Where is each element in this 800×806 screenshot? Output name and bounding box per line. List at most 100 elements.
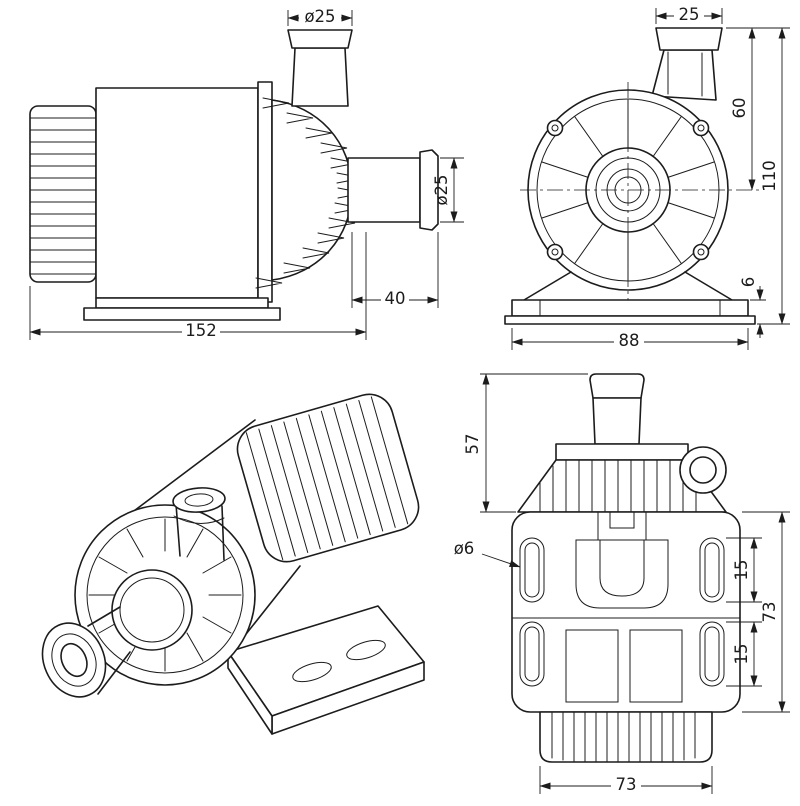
centerlines	[520, 82, 760, 306]
bolt-hole	[551, 248, 559, 256]
base-side-edge	[227, 651, 273, 735]
inlet-port-barb	[655, 27, 723, 51]
compartment-left	[565, 629, 619, 703]
snout-rim	[51, 633, 97, 687]
bolt-hole	[551, 124, 559, 132]
dim-label: 73	[760, 602, 779, 623]
base-fold-lines	[539, 299, 721, 317]
center-bracket-outer	[575, 539, 669, 609]
front-view: 25 60 110 6 88	[504, 5, 790, 350]
bottom-view: 57 ø6 15 15 73 73	[454, 373, 790, 794]
dim-label: 40	[385, 289, 406, 308]
top-port-body	[592, 397, 642, 445]
dim-label: 73	[616, 775, 637, 794]
center-notch	[609, 511, 635, 529]
motor-end-ribs	[551, 711, 696, 763]
dim-label: 88	[619, 331, 640, 350]
bolt-boss	[692, 243, 710, 261]
hub	[111, 569, 193, 651]
center-bracket-inner	[599, 539, 645, 597]
base-slot-hole	[346, 639, 386, 661]
slot-outer	[699, 621, 725, 687]
dim-label: ø6	[454, 539, 475, 558]
dim-label: ø25	[304, 7, 335, 26]
pump-volute	[271, 99, 353, 281]
side-view: ø25 ø25 40 152	[29, 7, 464, 340]
dim-outlet-length: 40	[351, 232, 439, 308]
dim-label: 25	[679, 5, 700, 24]
mounting-slots	[519, 537, 725, 687]
hub-inner	[119, 577, 185, 643]
bolt-boss	[546, 243, 564, 261]
bolt-hole	[697, 124, 705, 132]
dim-slot-bottom: 15	[726, 621, 762, 687]
dim-label: 6	[739, 277, 758, 288]
dim-text-backing	[674, 8, 704, 23]
side-port-bore	[689, 456, 717, 484]
port-bore	[184, 493, 214, 507]
dim-axis-to-top: 60	[726, 27, 760, 191]
inlet-snout	[41, 606, 131, 698]
dim-label: 15	[732, 560, 751, 581]
snout-bore	[60, 642, 88, 678]
motor-end-ribbed	[539, 711, 713, 763]
dim-text-backing	[611, 778, 641, 793]
drum-ribs	[245, 396, 409, 561]
rear-ribbed-drum	[236, 393, 420, 563]
base-plate	[511, 299, 749, 317]
dim-label: 60	[730, 98, 749, 119]
snout-sides	[87, 606, 131, 695]
dim-label: ø25	[432, 174, 451, 205]
bolt-boss	[692, 119, 710, 137]
bolt-hole	[697, 248, 705, 256]
base-riser	[95, 297, 269, 309]
slot-inner	[704, 542, 720, 598]
dim-text-backing	[182, 324, 220, 339]
dim-inlet-width: 25	[655, 5, 723, 24]
head-rim	[555, 443, 689, 461]
cone-fins	[539, 459, 697, 513]
dim-text-backing	[299, 10, 341, 25]
dim-head-height: 57	[463, 373, 588, 513]
dim-label: 15	[732, 644, 751, 665]
bolt-bosses	[546, 119, 710, 261]
dim-overall-height: 110	[726, 27, 790, 325]
slot-outer	[519, 621, 545, 687]
port-sides	[175, 503, 225, 561]
base-plate-lip	[504, 315, 756, 325]
slot-inner	[524, 542, 540, 598]
dim-label: 110	[760, 160, 779, 192]
isometric-view	[41, 393, 425, 735]
dim-slot-top: 15	[726, 537, 762, 603]
inlet-port-bore-lines	[667, 51, 703, 97]
top-port-body	[291, 47, 349, 107]
drum-outline	[236, 393, 420, 563]
motor-body	[95, 87, 259, 299]
mounting-base	[227, 605, 425, 735]
motor-end-cap-ribs	[29, 117, 97, 275]
slot-outer	[699, 537, 725, 603]
slot-outer	[519, 537, 545, 603]
extension-lines	[351, 232, 439, 308]
dim-text-backing	[614, 334, 644, 349]
dim-base-thickness: 6	[739, 277, 766, 338]
motor-end-cap	[29, 105, 97, 283]
base-plate	[83, 307, 281, 321]
dim-hole-dia: ø6	[454, 539, 521, 568]
port-barb-top	[172, 487, 226, 513]
dim-label: 57	[463, 434, 482, 455]
dim-text-backing	[381, 292, 409, 307]
dim-body-width: 73	[539, 766, 713, 794]
top-port-barb	[589, 373, 645, 399]
pump-head-rim	[86, 516, 244, 674]
top-port-iso	[172, 487, 226, 561]
center-channel-lines	[597, 511, 647, 541]
inlet-port-body	[651, 49, 717, 101]
slot-inner	[704, 626, 720, 682]
dim-outlet-dia: ø25	[432, 157, 464, 223]
top-port-barb	[287, 29, 353, 49]
dim-overall-length: 152	[29, 232, 367, 340]
extension-lines	[726, 27, 790, 325]
